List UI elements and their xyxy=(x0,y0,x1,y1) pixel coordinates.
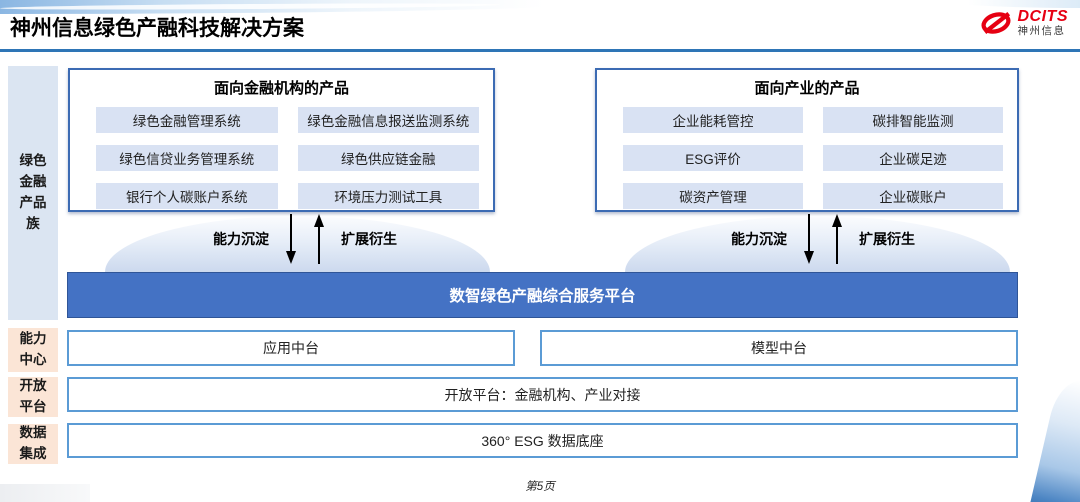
product-chip: 绿色金融管理系统 xyxy=(96,107,278,133)
sidebar-label-open-platform: 开放 平台 xyxy=(8,377,58,417)
product-chip: 企业能耗管控 xyxy=(623,107,803,133)
box-open-platform: 开放平台：金融机构、产业对接 xyxy=(67,377,1018,412)
sidebar-label-capability-center: 能力 中心 xyxy=(8,328,58,372)
footer-corner-decoration xyxy=(0,484,90,502)
product-chip: 企业碳账户 xyxy=(823,183,1003,209)
product-chip: 绿色金融信息报送监测系统 xyxy=(297,107,479,133)
logo-brand-text: DCITS xyxy=(1017,8,1068,26)
platform-banner: 数智绿色产融综合服务平台 xyxy=(67,272,1018,318)
up-arrow-icon xyxy=(831,214,843,264)
product-box-title: 面向金融机构的产品 xyxy=(213,80,349,97)
up-arrow-icon xyxy=(313,214,325,264)
product-chip: ESG评价 xyxy=(623,145,803,171)
product-chip: 碳排智能监测 xyxy=(823,107,1003,133)
header-swoosh-right xyxy=(940,0,1080,8)
product-chip: 绿色供应链金融 xyxy=(297,145,479,171)
extension-up-label: 扩展衍生 xyxy=(341,231,397,247)
sidebar-label-data-integration: 数据 集成 xyxy=(8,424,58,464)
page-number: 第5页 xyxy=(525,481,555,493)
capability-down-label: 能力沉淀 xyxy=(213,231,269,247)
product-box-industry: 面向产业的产品 企业能耗管控 碳排智能监测 ESG评价 企业碳足迹 碳资产管理 … xyxy=(595,68,1019,212)
product-chip: 环境压力测试工具 xyxy=(297,183,479,209)
down-arrow-icon xyxy=(803,214,815,264)
product-chip-grid: 企业能耗管控 碳排智能监测 ESG评价 企业碳足迹 碳资产管理 企业碳账户 xyxy=(597,98,1017,209)
dcits-logo-icon xyxy=(979,9,1013,37)
box-model-middle-platform: 模型中台 xyxy=(540,330,1018,366)
page-title: 神州信息绿色产融科技解决方案 xyxy=(10,17,304,40)
box-esg-data-base: 360° ESG 数据底座 xyxy=(67,423,1018,458)
product-box-financial: 面向金融机构的产品 绿色金融管理系统 绿色金融信息报送监测系统 绿色信贷业务管理… xyxy=(68,68,495,212)
product-chip: 银行个人碳账户系统 xyxy=(96,183,278,209)
box-application-middle-platform: 应用中台 xyxy=(67,330,515,366)
logo-company-text: 神州信息 xyxy=(1017,24,1066,37)
product-chip: 碳资产管理 xyxy=(623,183,803,209)
header-divider xyxy=(0,49,1080,52)
sidebar-label-product-family: 绿色 金融 产品 族 xyxy=(8,66,58,320)
down-arrow-icon xyxy=(285,214,297,264)
company-logo: DCITS 神州信息 xyxy=(979,8,1069,37)
arrow-zone-industry: 能力沉淀 扩展衍生 xyxy=(673,212,973,266)
product-chip-grid: 绿色金融管理系统 绿色金融信息报送监测系统 绿色信贷业务管理系统 绿色供应链金融… xyxy=(70,98,493,209)
capability-down-label: 能力沉淀 xyxy=(731,231,787,247)
product-chip: 企业碳足迹 xyxy=(823,145,1003,171)
product-box-title: 面向产业的产品 xyxy=(754,80,860,97)
product-chip: 绿色信贷业务管理系统 xyxy=(96,145,278,171)
extension-up-label: 扩展衍生 xyxy=(859,231,915,247)
arrow-zone-financial: 能力沉淀 扩展衍生 xyxy=(155,212,455,266)
